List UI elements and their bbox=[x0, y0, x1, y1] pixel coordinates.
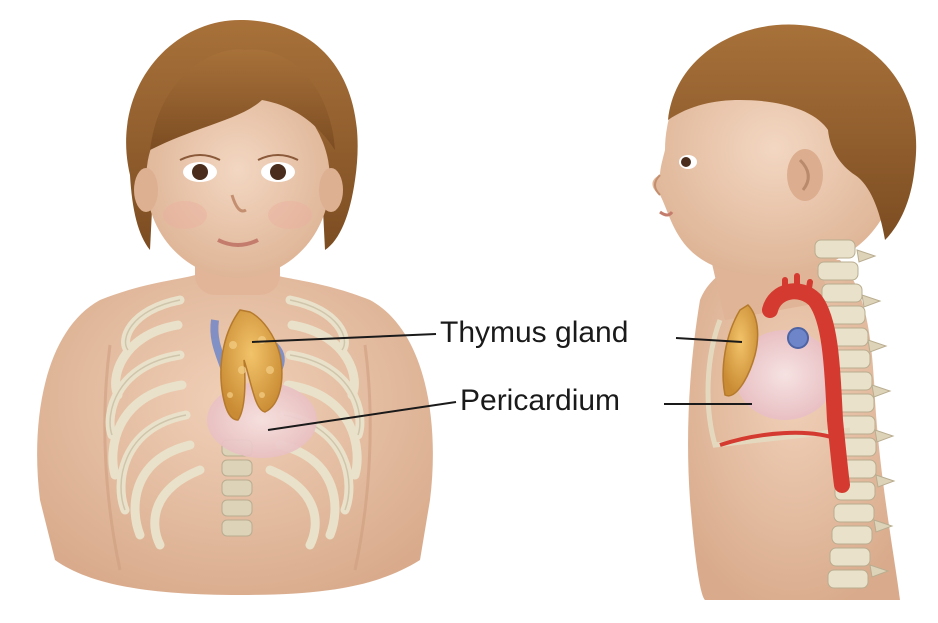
front-mouth bbox=[217, 238, 259, 247]
side-view-figure bbox=[652, 24, 917, 600]
side-spine bbox=[814, 239, 877, 589]
side-hair bbox=[668, 24, 917, 240]
thymus-gland-label: Thymus gland bbox=[440, 316, 629, 349]
pericardium-leader-front bbox=[267, 401, 457, 431]
front-view-figure bbox=[37, 20, 433, 595]
thymus-leader-side bbox=[675, 337, 743, 343]
front-thymus bbox=[220, 309, 283, 421]
side-pericardium bbox=[735, 330, 835, 420]
side-thymus bbox=[722, 304, 759, 397]
leader-lines bbox=[251, 333, 752, 431]
pericardium-label: Pericardium bbox=[460, 384, 621, 417]
thymus-leader-front bbox=[251, 333, 437, 343]
side-aorta bbox=[762, 283, 850, 493]
